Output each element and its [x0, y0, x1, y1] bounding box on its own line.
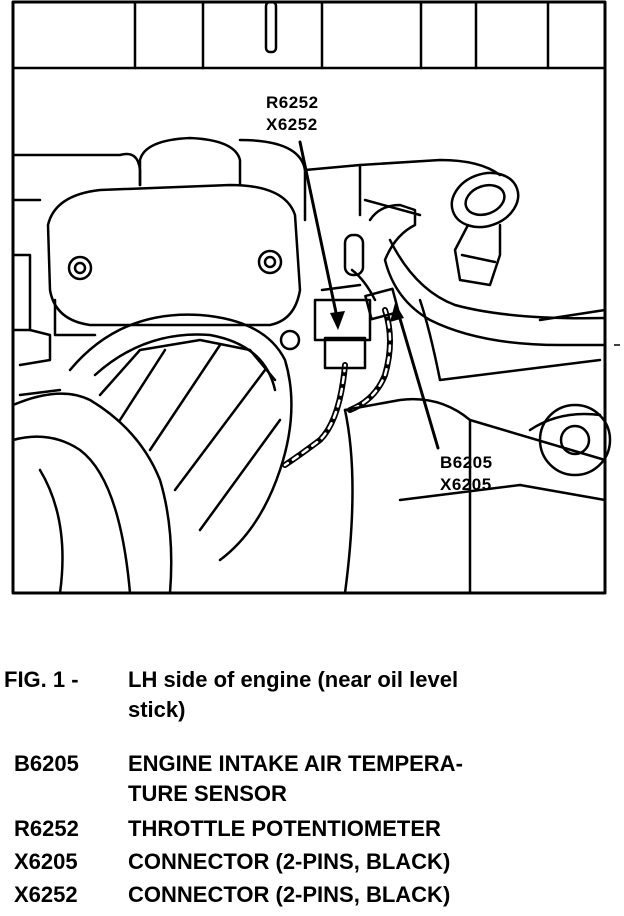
engine-casing	[343, 298, 612, 595]
caption-text-line: stick)	[128, 697, 186, 722]
engine-illustration	[11, 0, 620, 595]
top-panel	[11, 0, 607, 70]
legend-code: B6205	[14, 751, 79, 776]
legend-description: CONNECTOR (2-PINS, BLACK)	[128, 882, 451, 907]
legend-description: CONNECTOR (2-PINS, BLACK)	[128, 849, 451, 874]
legend-code: X6252	[14, 882, 78, 907]
oil-filler-cap	[450, 171, 520, 287]
caption-label: FIG. 1 -	[4, 667, 79, 692]
legend-description-line: ENGINE INTAKE AIR TEMPERA-	[128, 751, 463, 776]
throttle-body	[46, 136, 302, 351]
callout-label: X6252	[266, 115, 318, 134]
legend-description-line: TURE SENSOR	[128, 781, 287, 806]
callout-r6252-x6252: R6252 X6252	[266, 92, 319, 136]
callout-label: X6205	[440, 475, 492, 494]
leader-arrowheads	[330, 303, 404, 330]
intake-hose	[11, 313, 293, 595]
connector-x6252	[313, 283, 372, 370]
connector-x6205	[343, 233, 400, 321]
callout-b6205-x6205: B6205 X6205	[440, 452, 493, 496]
caption-text: LH side of engine (near oil level stick)	[128, 665, 598, 725]
figure-frame	[11, 0, 607, 595]
leader-lines	[298, 140, 440, 450]
legend-description: THROTTLE POTENTIOMETER	[128, 816, 441, 841]
legend-code: X6205	[14, 849, 78, 874]
wiring-harness	[282, 307, 393, 468]
callout-label: R6252	[266, 93, 319, 112]
legend-description: ENGINE INTAKE AIR TEMPERA- TURE SENSOR	[128, 749, 598, 809]
caption-text-line: LH side of engine (near oil level	[128, 667, 459, 692]
callout-label: B6205	[440, 453, 493, 472]
legend-code: R6252	[14, 816, 79, 841]
